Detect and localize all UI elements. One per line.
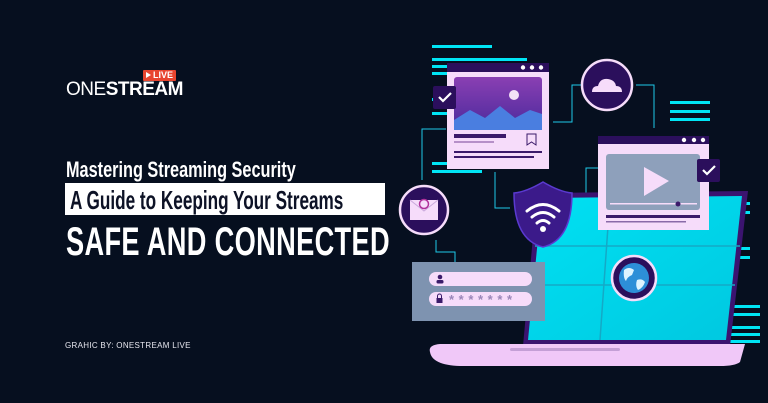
live-badge: LIVE — [143, 70, 177, 81]
logo-text-light: ONE — [66, 79, 106, 100]
headline-highlight-box — [65, 183, 385, 215]
image-window — [447, 63, 549, 169]
username-field — [429, 272, 532, 286]
laptop-base — [429, 344, 745, 366]
onestream-logo: LIVE ONESTREAM — [66, 70, 183, 100]
logo-text-bold: STREAM — [105, 79, 184, 100]
email-alert-icon — [398, 184, 450, 236]
wifi-shield-icon — [513, 181, 573, 248]
headline-line-3: SAFE AND CONNECTED — [66, 220, 390, 264]
check-badge-icon — [697, 159, 720, 182]
logo-wordmark: ONESTREAM — [66, 80, 183, 100]
headline-line-1: Mastering Streaming Security — [66, 157, 296, 182]
video-window — [598, 136, 709, 230]
headline-line-2: A Guide to Keeping Your Streams — [70, 185, 344, 215]
login-form — [412, 262, 545, 321]
password-mask: * * * * * * * — [449, 292, 513, 307]
cloud-icon — [580, 58, 634, 112]
graphic-credit: GRAHIC BY: ONESTREAM LIVE — [65, 341, 191, 350]
check-badge-icon — [433, 86, 456, 109]
play-icon — [644, 167, 669, 196]
lock-icon — [436, 298, 443, 303]
globe-icon — [610, 254, 658, 302]
user-icon — [437, 274, 443, 280]
password-field — [429, 292, 532, 306]
